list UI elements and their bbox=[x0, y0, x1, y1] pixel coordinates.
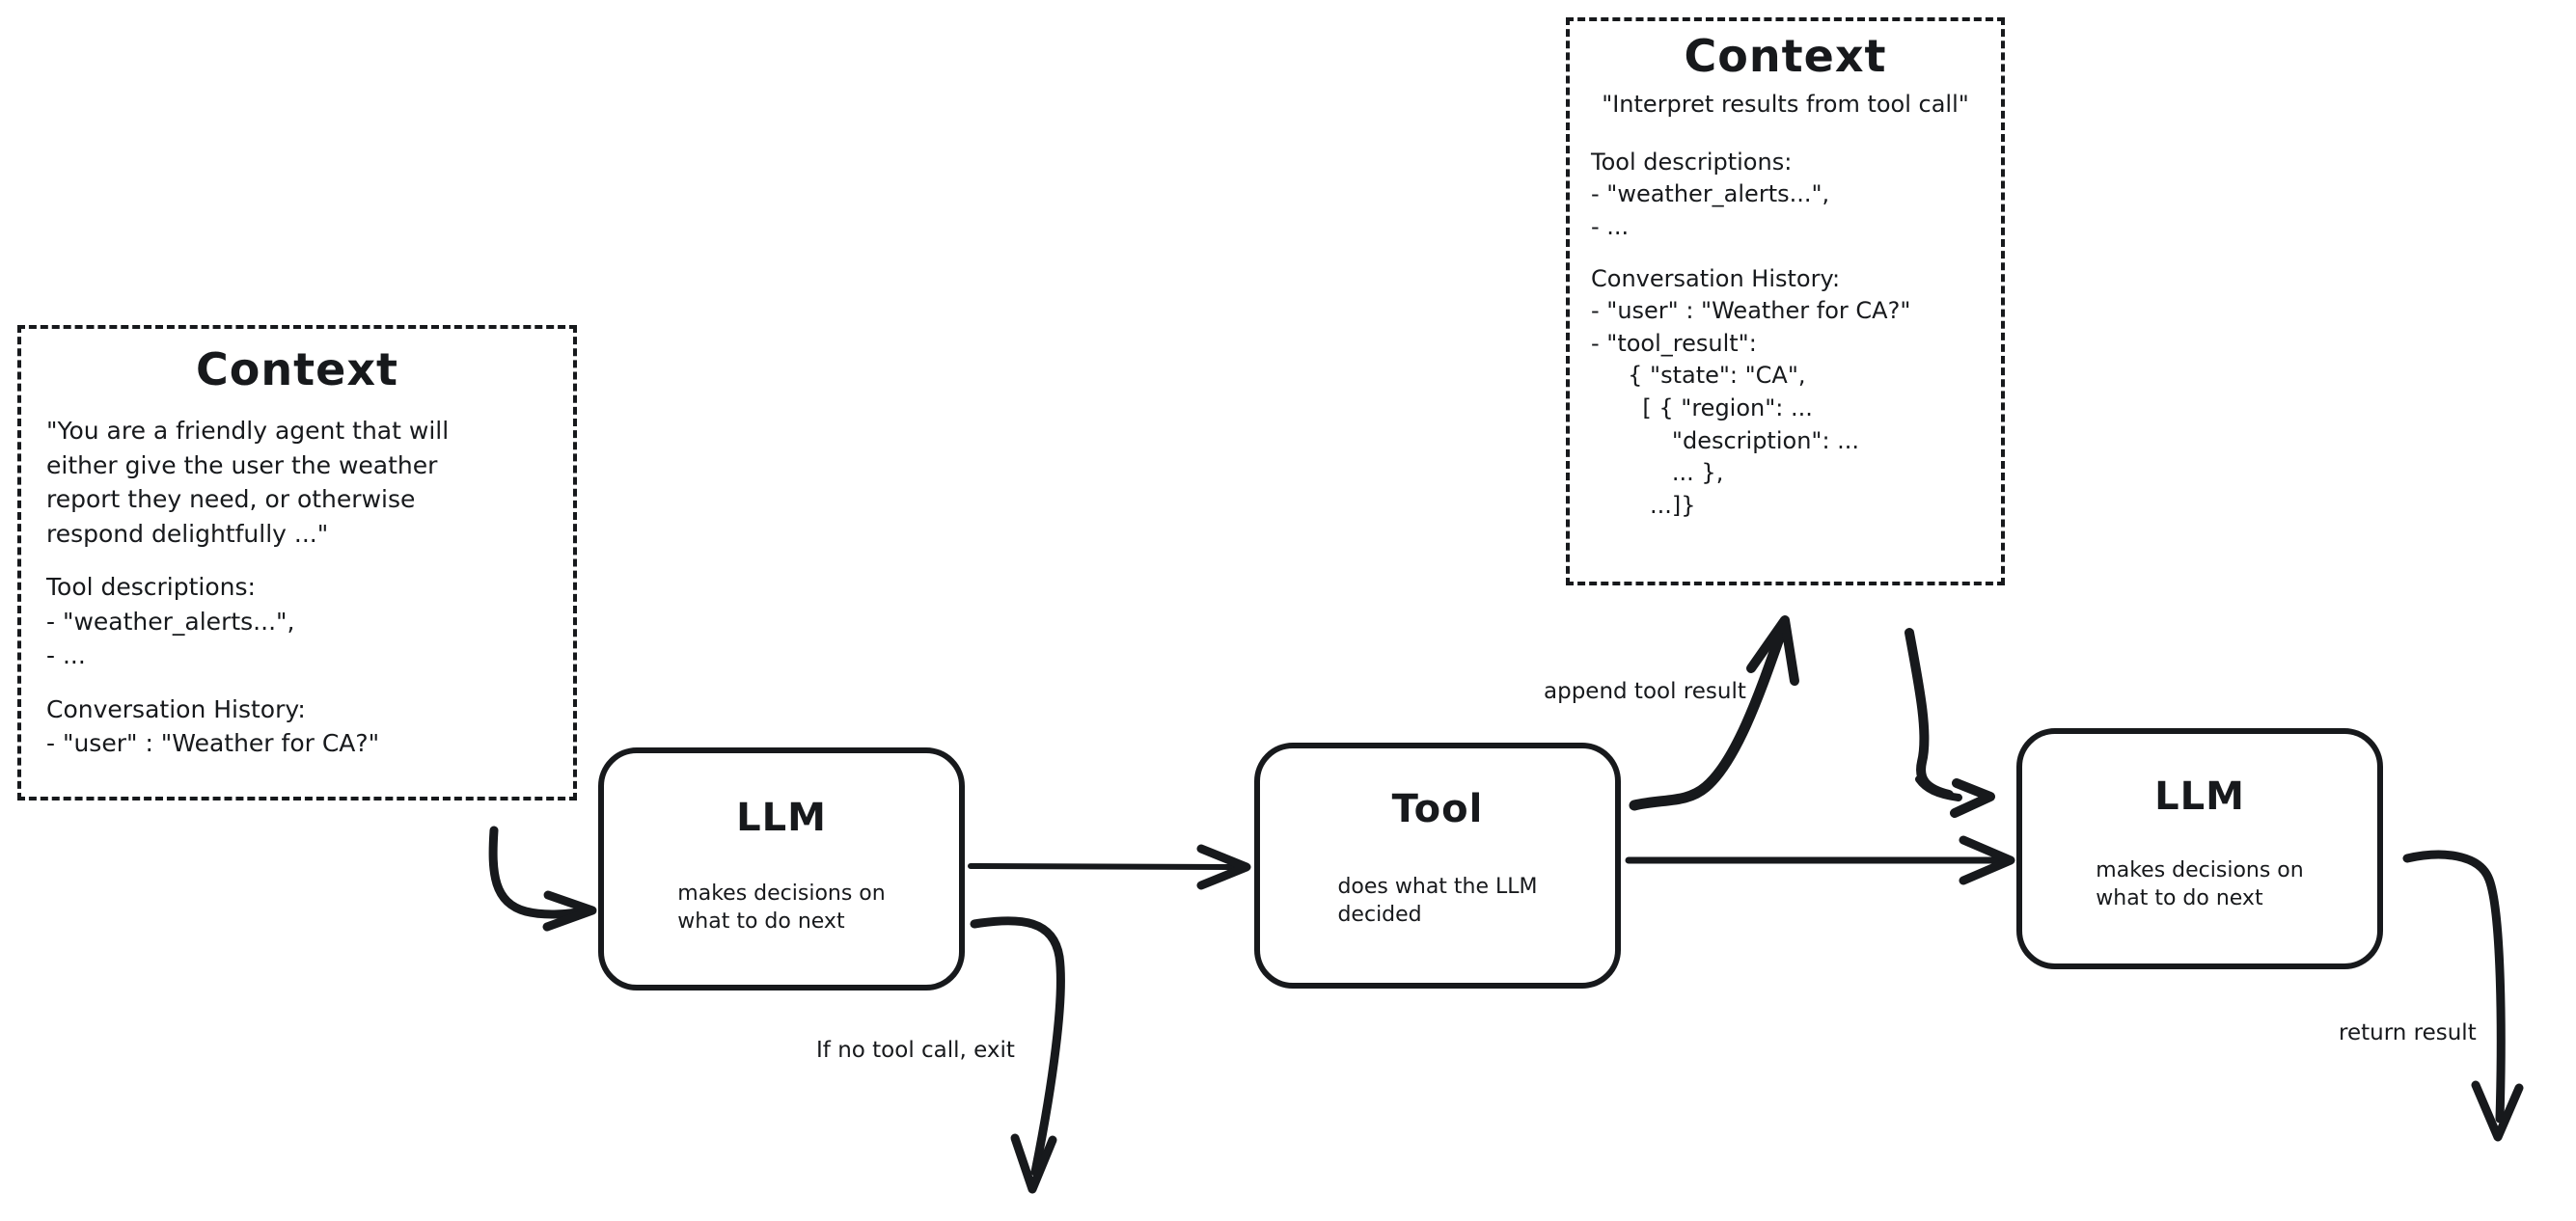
context-right-title: Context bbox=[1684, 30, 1887, 82]
context-left-tool-descriptions-items: - "weather_alerts...", - ... bbox=[46, 607, 295, 670]
context-right-tool-descriptions-items: - "weather_alerts...", - ... bbox=[1591, 180, 1830, 241]
context-left-conversation-items: - "user" : "Weather for CA?" bbox=[46, 729, 380, 758]
context-right-conversation-header: Conversation History: bbox=[1591, 264, 1841, 292]
context-left-tool-descriptions-header: Tool descriptions: bbox=[46, 573, 256, 602]
node-llm-right-title: LLM bbox=[2154, 774, 2245, 819]
context-left-system-prompt: "You are a friendly agent that will eith… bbox=[46, 417, 450, 548]
context-right-system-prompt: "Interpret results from tool call" bbox=[1602, 91, 1969, 119]
spacer bbox=[1591, 127, 1980, 147]
arrow-llm-to-tool bbox=[968, 844, 1251, 890]
arrow-append-tool-result bbox=[1629, 615, 1799, 811]
node-llm-right-subtitle: makes decisions on what to do next bbox=[2096, 858, 2304, 910]
node-tool[interactable]: Tool does what the LLM decided bbox=[1254, 743, 1621, 989]
context-left-conversation-header: Conversation History: bbox=[46, 694, 306, 723]
spacer bbox=[1591, 244, 1980, 263]
node-llm-left-title: LLM bbox=[736, 796, 827, 840]
edge-label-exit: If no tool call, exit bbox=[816, 1038, 1015, 1063]
arrow-context-right-to-llm bbox=[1905, 628, 1995, 818]
context-box-left: Context "You are a friendly agent that w… bbox=[17, 325, 577, 800]
arrow-return-result bbox=[2402, 850, 2524, 1142]
node-llm-right[interactable]: LLM makes decisions on what to do next bbox=[2016, 728, 2383, 969]
edge-label-return-result: return result bbox=[2339, 1020, 2477, 1045]
edge-label-append-tool-result: append tool result bbox=[1544, 679, 1746, 704]
context-right-tool-descriptions-header: Tool descriptions: bbox=[1591, 148, 1793, 176]
node-llm-left[interactable]: LLM makes decisions on what to do next bbox=[598, 747, 965, 990]
arrow-context-to-llm bbox=[488, 826, 597, 932]
context-right-conversation-user: - "user" : "Weather for CA?" bbox=[1591, 297, 1911, 325]
node-llm-left-subtitle: makes decisions on what to do next bbox=[677, 882, 886, 934]
node-tool-title: Tool bbox=[1391, 787, 1484, 831]
context-left-title: Context bbox=[196, 343, 398, 395]
arrow-tool-to-llm-right bbox=[1625, 835, 2015, 885]
node-tool-subtitle: does what the LLM decided bbox=[1337, 875, 1538, 927]
spacer bbox=[46, 551, 548, 570]
context-box-right: Context "Interpret results from tool cal… bbox=[1566, 17, 2005, 585]
context-right-conversation-tool-result: - "tool_result": { "state": "CA", [ { "r… bbox=[1591, 329, 1860, 519]
spacer bbox=[46, 673, 548, 692]
